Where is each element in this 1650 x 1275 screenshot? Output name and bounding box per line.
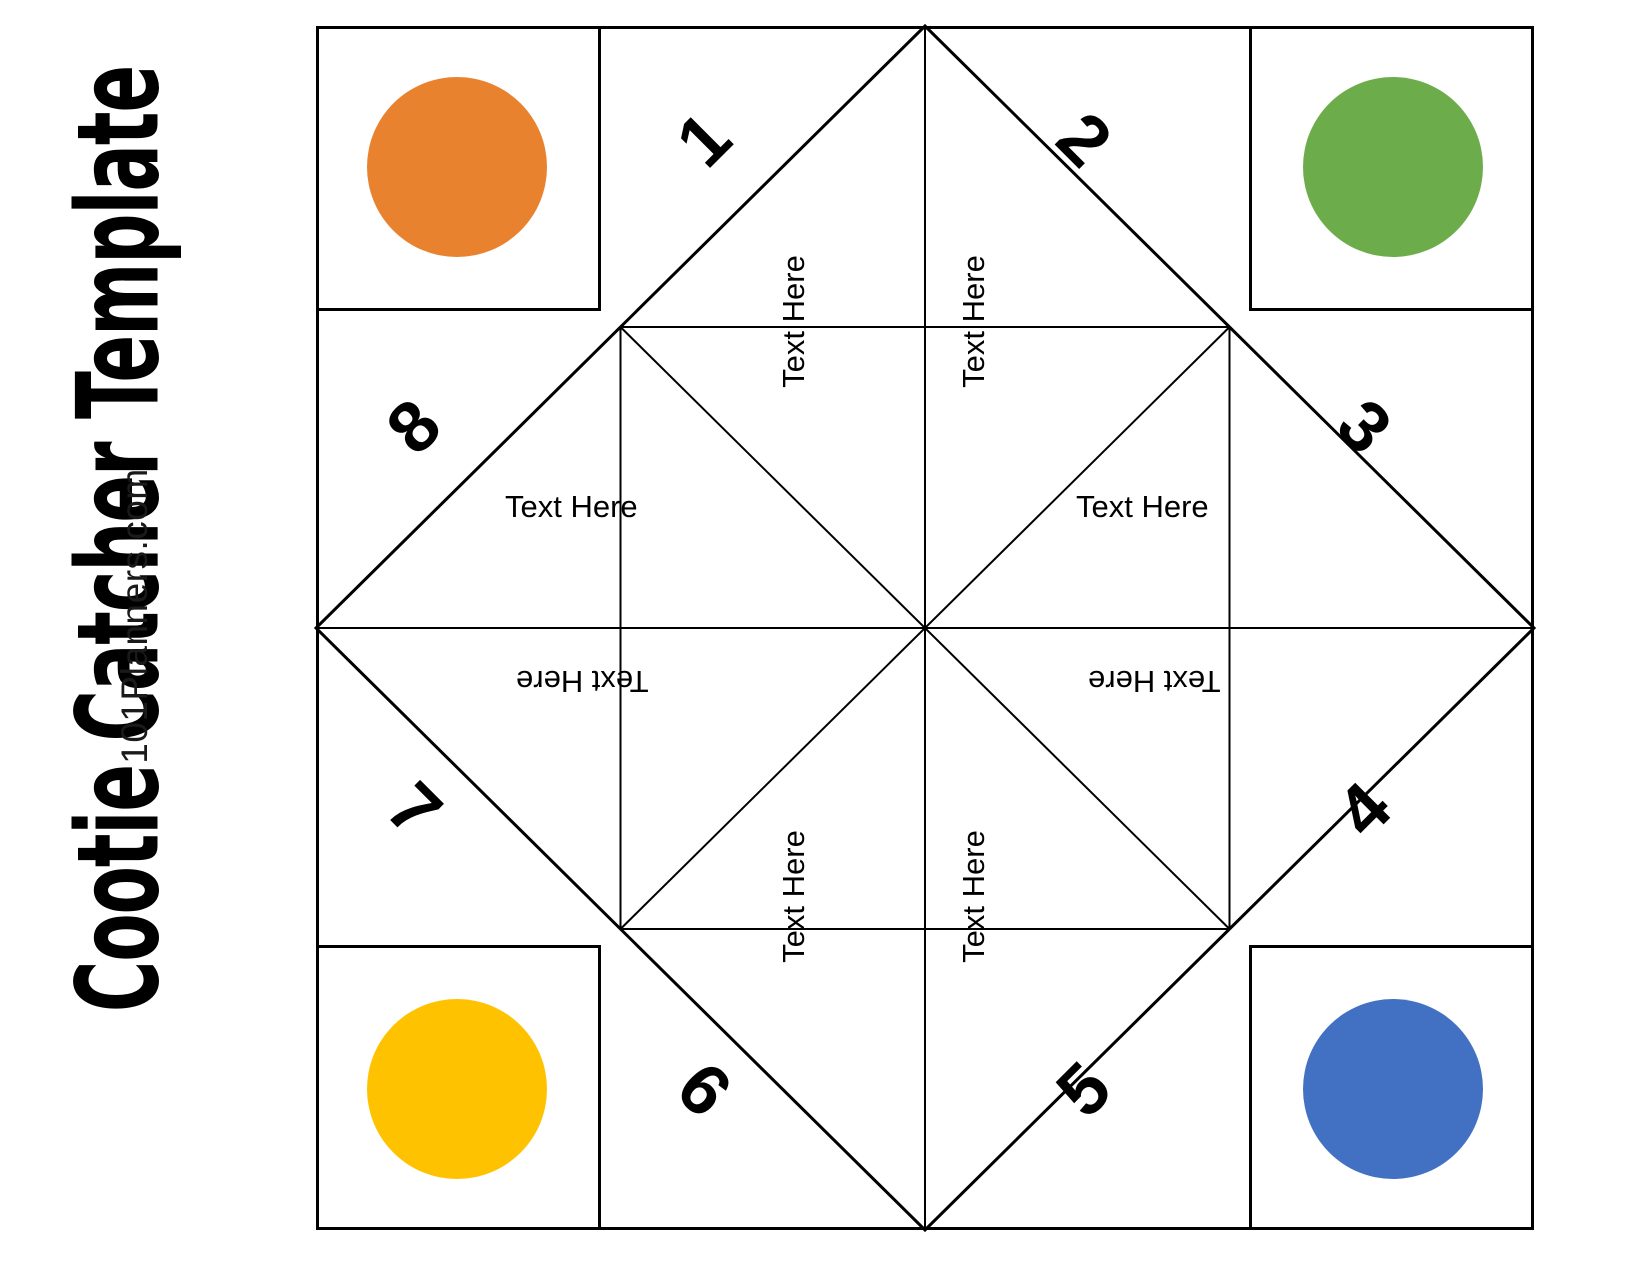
text-slot-top-right-inner[interactable]: Text Here bbox=[955, 255, 991, 388]
text-slot-bottom-left-inner[interactable]: Text Here bbox=[775, 830, 811, 963]
cootie-catcher-template: 1 2 3 4 5 6 7 8 Text Here Text Here Text… bbox=[313, 23, 1537, 1233]
fold-lines-diagram bbox=[313, 23, 1537, 1233]
green-circle bbox=[1303, 77, 1483, 257]
branding-column: Cootie Catcher Template 101Planners.com bbox=[0, 0, 312, 1275]
orange-circle bbox=[367, 77, 547, 257]
text-slot-left-lower[interactable]: Text Here bbox=[516, 664, 649, 699]
site-credit: 101Planners.com bbox=[114, 468, 155, 764]
text-slot-right-upper[interactable]: Text Here bbox=[1076, 489, 1209, 524]
text-slot-bottom-right-inner[interactable]: Text Here bbox=[955, 830, 991, 963]
corner-cell-bottom-right[interactable] bbox=[1249, 945, 1534, 1230]
text-slot-right-lower[interactable]: Text Here bbox=[1088, 664, 1221, 699]
diagonal-fold-line-b bbox=[619, 326, 1231, 930]
corner-cell-top-left[interactable] bbox=[316, 26, 601, 311]
corner-cell-bottom-left[interactable] bbox=[316, 945, 601, 1230]
text-slot-left-upper[interactable]: Text Here bbox=[505, 489, 638, 524]
text-slot-top-left-inner[interactable]: Text Here bbox=[775, 255, 811, 388]
corner-cell-top-right[interactable] bbox=[1249, 26, 1534, 311]
yellow-circle bbox=[367, 999, 547, 1179]
blue-circle bbox=[1303, 999, 1483, 1179]
